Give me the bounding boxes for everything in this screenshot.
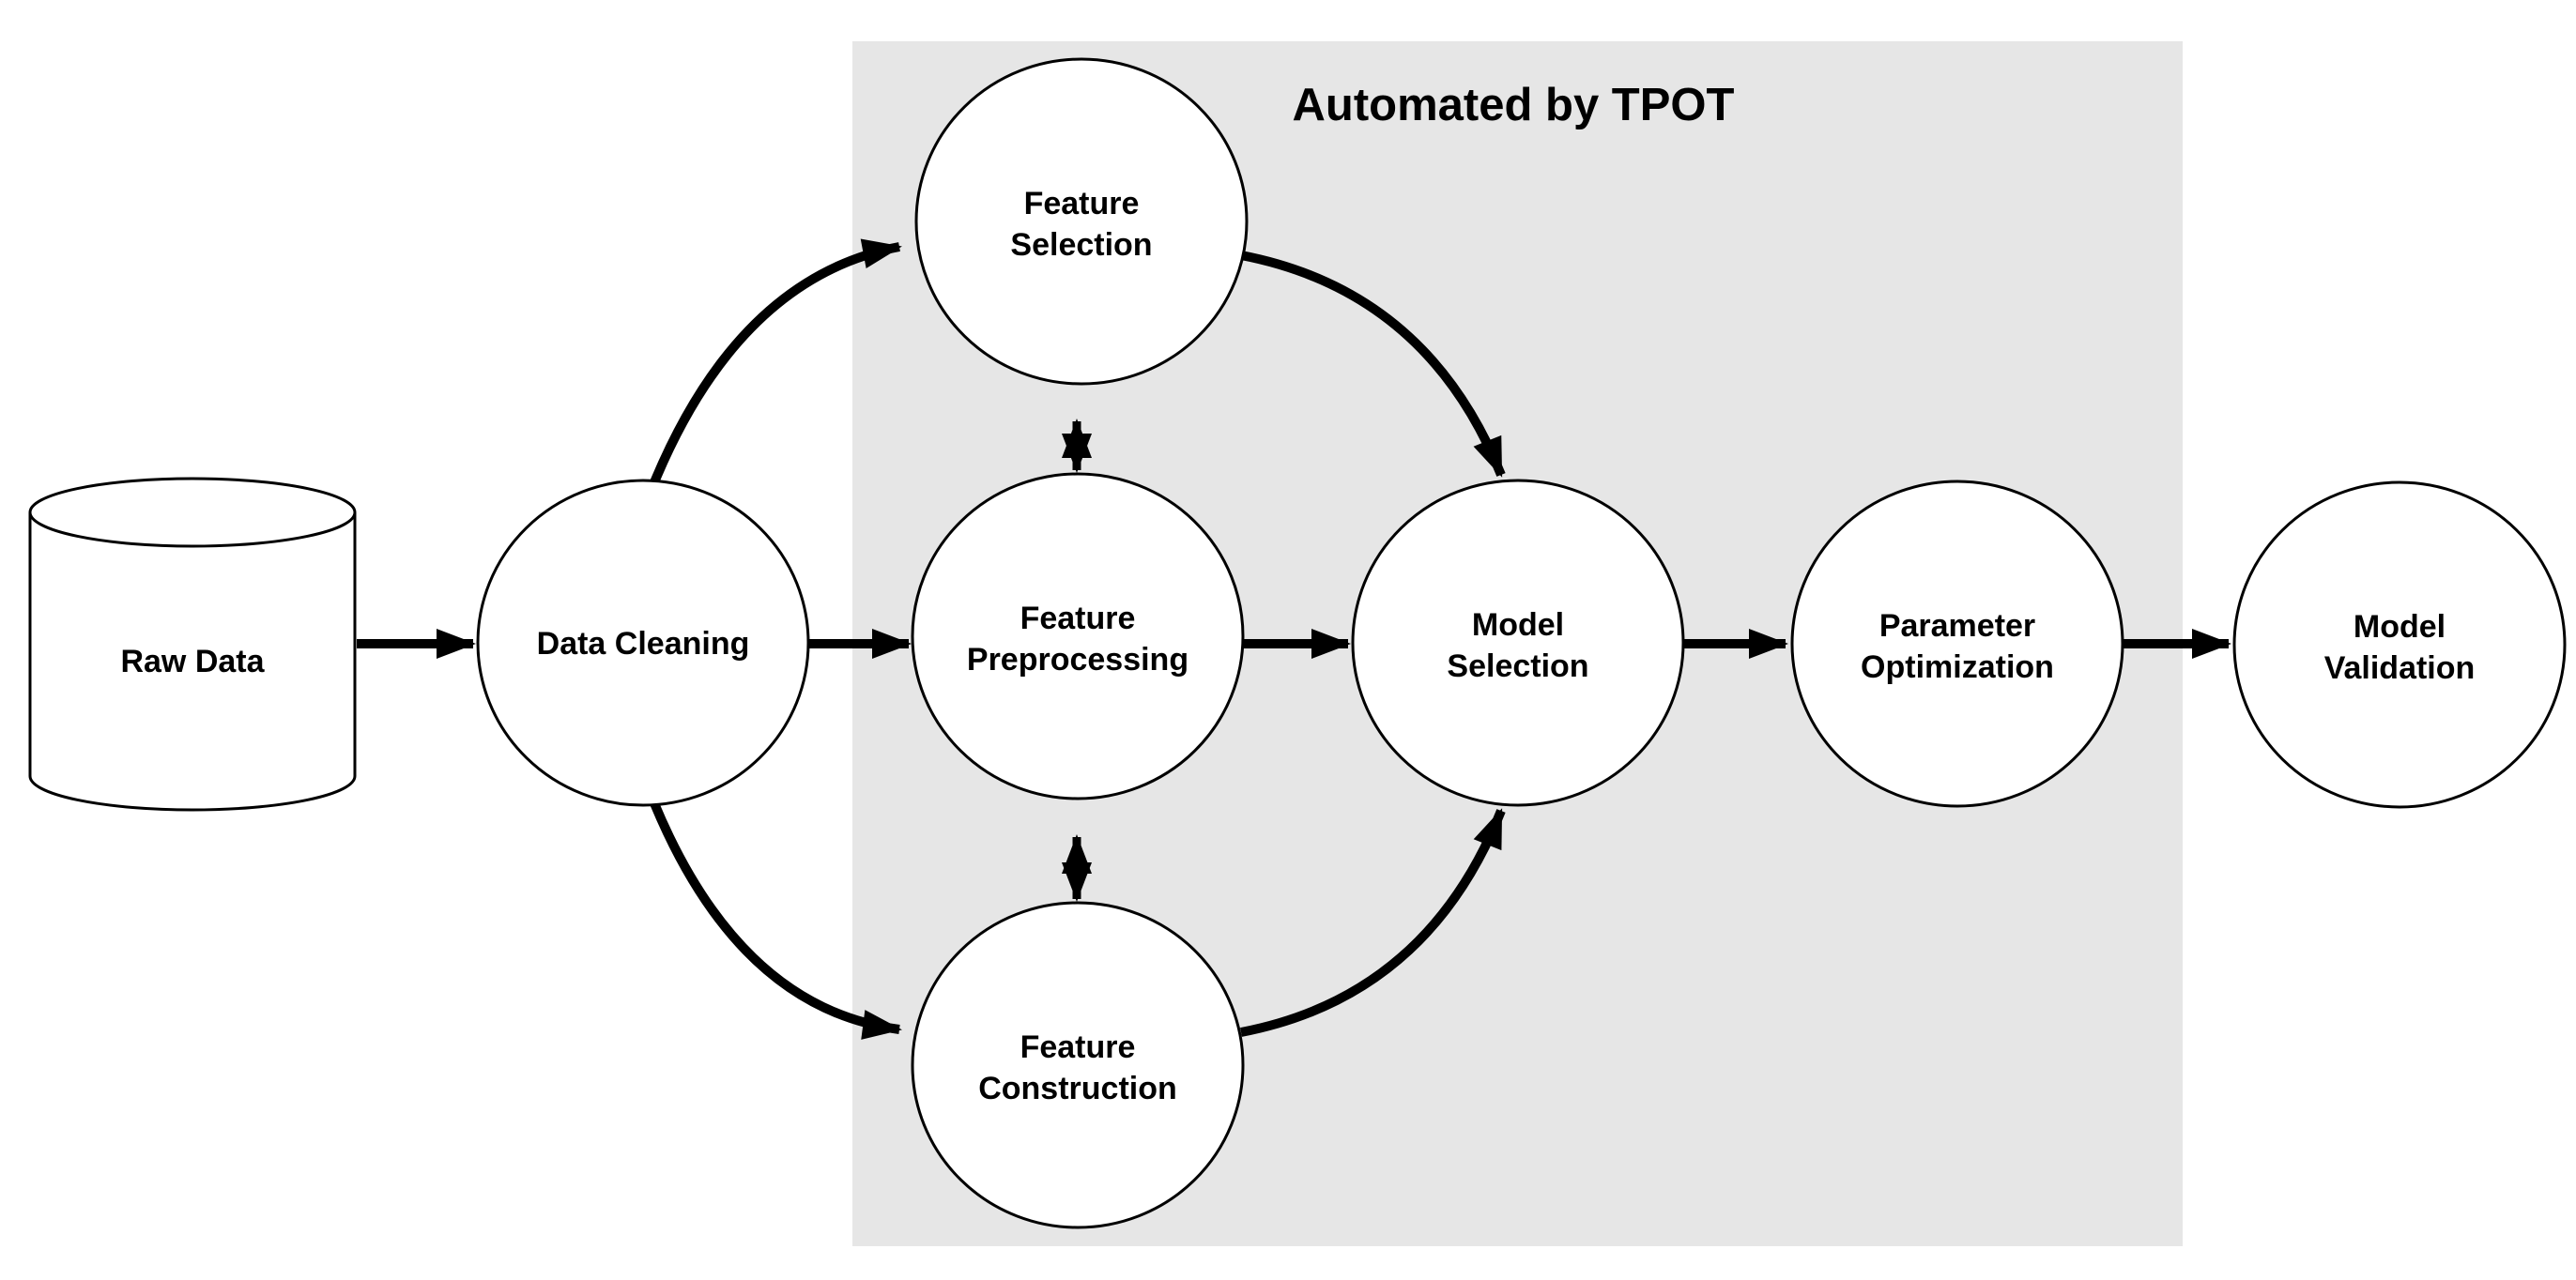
node-label-feature-construction-line2: Construction	[978, 1071, 1177, 1106]
node-label-feature-selection-line1: Feature	[1024, 186, 1140, 221]
arrow-data-cleaning-to-feature-selection	[650, 238, 902, 484]
node-label-model-selection-line2: Selection	[1447, 648, 1588, 684]
region-title: Automated by TPOT	[1293, 80, 1735, 130]
node-label-raw-data: Raw Data	[120, 644, 265, 679]
node-circle-feature-construction	[911, 901, 1245, 1229]
node-model-validation: Model Validation	[2232, 480, 2567, 809]
node-label-data-cleaning: Data Cleaning	[537, 626, 750, 662]
arrow-feature-selection-to-model-selection	[1240, 251, 1506, 478]
node-label-model-validation-line2: Validation	[2324, 650, 2476, 686]
edges	[357, 238, 2231, 1040]
node-circle-feature-selection	[914, 57, 1249, 386]
node-circle-model-selection	[1351, 479, 1685, 807]
node-parameter-optimization: Parameter Optimization	[1790, 480, 2124, 808]
node-label-feature-preprocessing-line2: Preprocessing	[967, 642, 1188, 678]
node-label-parameter-optimization-line1: Parameter	[1879, 608, 2035, 644]
node-feature-construction: Feature Construction	[911, 901, 1245, 1229]
arrow-data-cleaning-to-feature-construction	[650, 801, 902, 1040]
node-label-feature-construction-line1: Feature	[1020, 1029, 1136, 1065]
database-icon-top	[28, 477, 357, 548]
node-raw-data: Raw Data	[28, 477, 357, 812]
node-model-selection: Model Selection	[1351, 479, 1685, 807]
node-feature-preprocessing: Feature Preprocessing	[911, 472, 1245, 800]
node-label-feature-selection-line2: Selection	[1010, 227, 1152, 263]
node-data-cleaning: Data Cleaning	[476, 479, 810, 807]
node-label-model-validation-line1: Model	[2354, 609, 2446, 645]
node-circle-parameter-optimization	[1790, 480, 2124, 808]
node-label-parameter-optimization-line2: Optimization	[1861, 649, 2054, 685]
node-feature-selection: Feature Selection	[914, 57, 1249, 386]
node-circle-data-cleaning	[476, 479, 810, 807]
node-circle-model-validation	[2232, 480, 2567, 809]
node-circle-feature-preprocessing	[911, 472, 1245, 800]
database-icon	[28, 512, 357, 812]
node-label-feature-preprocessing-line1: Feature	[1020, 601, 1136, 636]
node-label-model-selection-line1: Model	[1472, 607, 1564, 643]
arrow-feature-construction-to-model-selection	[1240, 808, 1506, 1037]
